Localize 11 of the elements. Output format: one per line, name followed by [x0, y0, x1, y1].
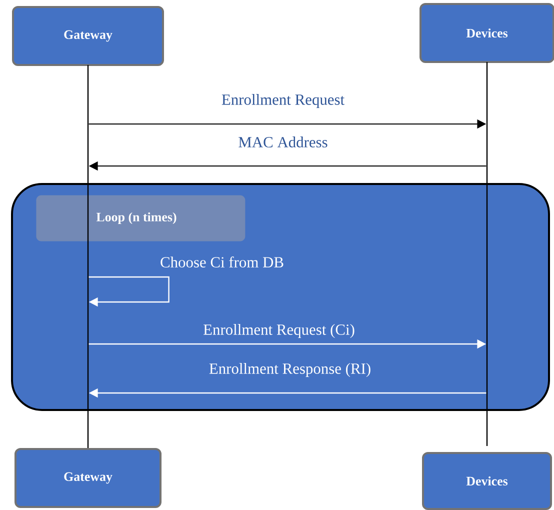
message-label: Choose Ci from DB [160, 256, 284, 268]
message-label: Enrollment Request [222, 94, 344, 108]
participant-box: Gateway [14, 448, 162, 508]
message-label: MAC Address [238, 136, 328, 148]
participant-box: Gateway [12, 6, 164, 66]
loop-tab: Loop (n times) [36, 195, 246, 242]
participant-box: Devices [422, 452, 552, 510]
self-message-arrow [88, 276, 170, 307]
message-label: Enrollment Response (RI) [209, 362, 370, 377]
message-label: Enrollment Request (Ci) [204, 324, 354, 338]
participant-box: Devices [420, 3, 554, 63]
